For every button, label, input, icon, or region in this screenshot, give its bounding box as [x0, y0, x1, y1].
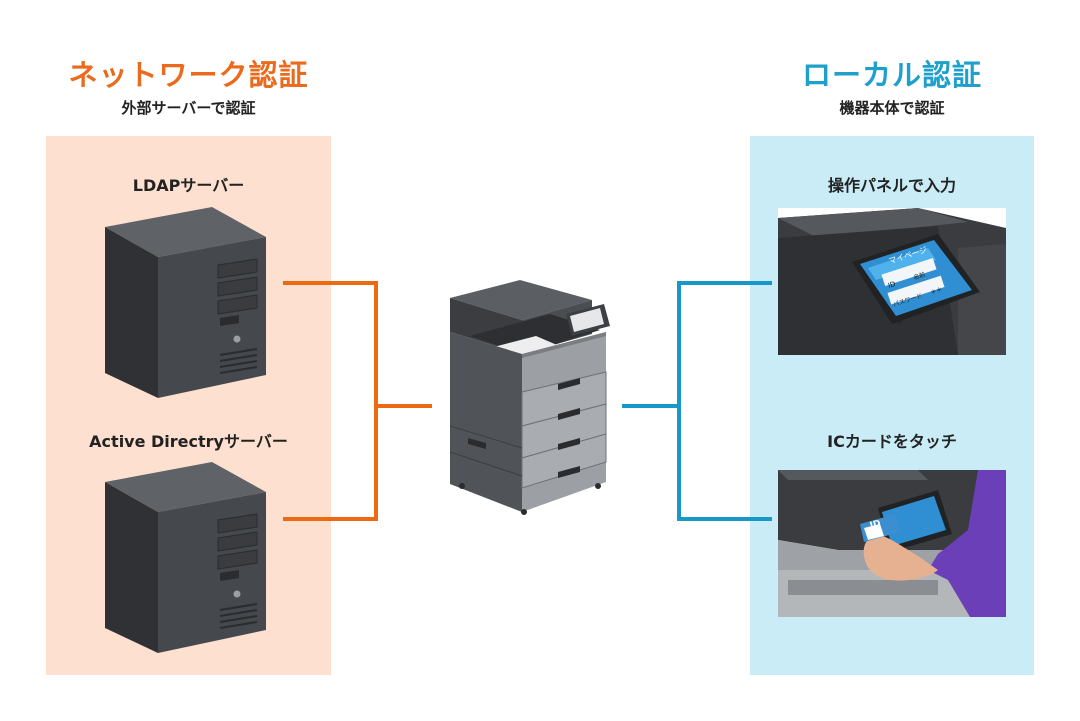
control-panel-photo: マイページ ID 名前 パスワード ＊＊＊	[778, 208, 1006, 355]
ldap-server-icon	[105, 207, 266, 398]
printer-icon	[449, 280, 610, 515]
network-auth-subtitle: 外部サーバーで認証	[121, 99, 256, 117]
control-panel-input-label: 操作パネルで入力	[827, 176, 956, 195]
network-auth-title: ネットワーク認証	[68, 58, 309, 92]
ldap-server-label: LDAPサーバー	[132, 176, 245, 195]
active-directory-server-icon	[105, 462, 266, 653]
local-auth-subtitle: 機器本体で認証	[839, 99, 945, 117]
active-directory-server-label: Active Directryサーバー	[89, 432, 288, 451]
local-auth-title: ローカル認証	[801, 58, 982, 92]
ic-card-touch-photo: ID	[778, 470, 1006, 617]
ic-card-touch-label: ICカードをタッチ	[827, 432, 957, 451]
